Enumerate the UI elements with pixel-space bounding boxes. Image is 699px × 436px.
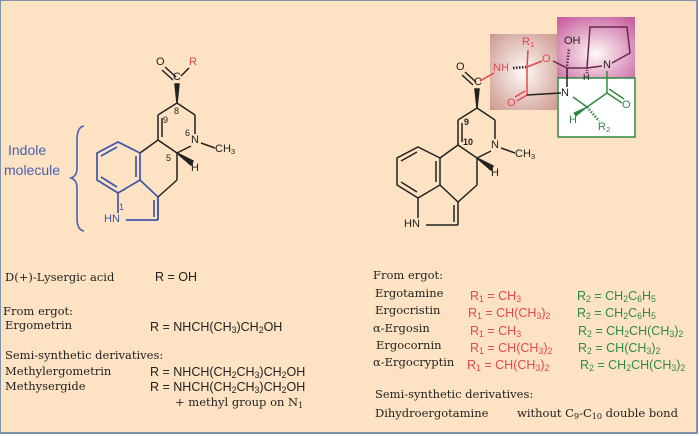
atom-o-green: O bbox=[622, 99, 631, 111]
dihydroergotamine-name: Dihydroergotamine bbox=[375, 406, 489, 420]
indole-brace bbox=[68, 125, 85, 232]
atom-ch3: CH3 bbox=[515, 148, 536, 161]
atom-c: C bbox=[173, 71, 181, 83]
methylergometrin-name: Methylergometrin bbox=[5, 364, 112, 378]
ergotamine-core-structure bbox=[396, 71, 516, 226]
proline-region-box bbox=[557, 17, 635, 78]
atom-oh: OH bbox=[564, 35, 581, 47]
r2-substituent: R2 = CH(CH3)2 bbox=[578, 341, 661, 356]
atom-h-proline: H bbox=[583, 72, 590, 82]
atom-h-green: H bbox=[569, 114, 577, 126]
position-9: 9 bbox=[464, 117, 470, 127]
r1-substituent: R1 = CH(CH3)2 bbox=[468, 306, 551, 321]
atom-r2: R2 bbox=[598, 121, 611, 134]
from-ergot-heading-right: From ergot: bbox=[373, 268, 444, 282]
position-6: 6 bbox=[185, 128, 191, 138]
atom-o-ring: O bbox=[542, 53, 551, 65]
ergot-alkaloid-name: Ergocornin bbox=[376, 338, 442, 352]
atom-o-carbonyl: O bbox=[507, 97, 516, 109]
from-ergot-heading-left: From ergot: bbox=[3, 304, 74, 318]
atom-h: H bbox=[191, 162, 199, 174]
methysergide-name: Methysergide bbox=[5, 379, 86, 393]
atom-o: O bbox=[456, 61, 465, 73]
position-5: 5 bbox=[166, 153, 172, 163]
r2-substituent: R2 = CH2CH(CH3)2 bbox=[580, 358, 686, 373]
atom-r: R bbox=[189, 56, 197, 68]
atom-c: C bbox=[474, 76, 482, 88]
methylergometrin-r: R = NHCH(CH2CH3)CH2OH bbox=[150, 365, 306, 380]
methysergide-note: + methyl group on N1 bbox=[175, 395, 304, 410]
ergot-alkaloid-name: Ergotamine bbox=[375, 286, 444, 300]
semi-synthetic-heading-left: Semi-synthetic derivatives: bbox=[5, 348, 164, 362]
atom-ch3: CH3 bbox=[215, 143, 236, 156]
atom-o: O bbox=[156, 56, 165, 68]
r1-substituent: R1 = CH(CH3)2 bbox=[467, 358, 550, 373]
peptide-part-structure bbox=[479, 26, 631, 122]
r2-substituent: R2 = CH2C6H5 bbox=[577, 306, 656, 321]
atom-hn: HN bbox=[104, 213, 120, 225]
ergot-alkaloid-name: Ergocristin bbox=[375, 303, 441, 317]
atom-hn: HN bbox=[404, 218, 420, 230]
indole-label-line1: Indole bbox=[8, 142, 47, 158]
methysergide-r: R = NHCH(CH2CH3)CH2OH bbox=[150, 380, 306, 395]
atom-n6: N bbox=[491, 139, 499, 151]
position-10: 10 bbox=[463, 137, 474, 147]
atom-nh: NH bbox=[493, 62, 509, 74]
atom-h: H bbox=[491, 167, 499, 179]
atom-n-mid: N bbox=[561, 87, 569, 99]
position-9: 9 bbox=[163, 115, 169, 125]
ergot-alkaloid-name: α-Ergosin bbox=[373, 321, 430, 335]
position-8: 8 bbox=[174, 106, 180, 116]
lysergic-acid-structure bbox=[139, 66, 216, 220]
ergot-alkaloid-name: α-Ergocryptin bbox=[373, 355, 455, 369]
r1-substituent: R1 = CH(CH3)2 bbox=[470, 341, 553, 356]
atom-r1: R1 bbox=[522, 36, 535, 49]
lysergic-acid-name: D(+)-Lysergic acid bbox=[5, 270, 115, 284]
atom-n-proline: N bbox=[603, 59, 611, 71]
ergometrin-name: Ergometrin bbox=[5, 318, 73, 332]
ergometrin-r: R = NHCH(CH3)CH2OH bbox=[150, 320, 283, 335]
r2-substituent: R2 = CH2CH(CH3)2 bbox=[578, 324, 684, 339]
lysergic-acid-r: R = OH bbox=[155, 270, 198, 284]
indole-highlight bbox=[96, 141, 159, 221]
r2-substituent: R2 = CH2C6H5 bbox=[577, 289, 656, 304]
r1-substituent: R1 = CH3 bbox=[470, 324, 522, 339]
dihydroergotamine-note: without C9-C10 double bond bbox=[517, 406, 678, 421]
r2-region-box bbox=[557, 77, 636, 138]
atom-n6: N bbox=[191, 134, 199, 146]
position-1: 1 bbox=[119, 202, 125, 212]
r1-substituent: R1 = CH3 bbox=[470, 289, 522, 304]
indole-label-line2: molecule bbox=[4, 162, 61, 178]
semi-synthetic-heading-right: Semi-synthetic derivatives: bbox=[375, 387, 534, 401]
